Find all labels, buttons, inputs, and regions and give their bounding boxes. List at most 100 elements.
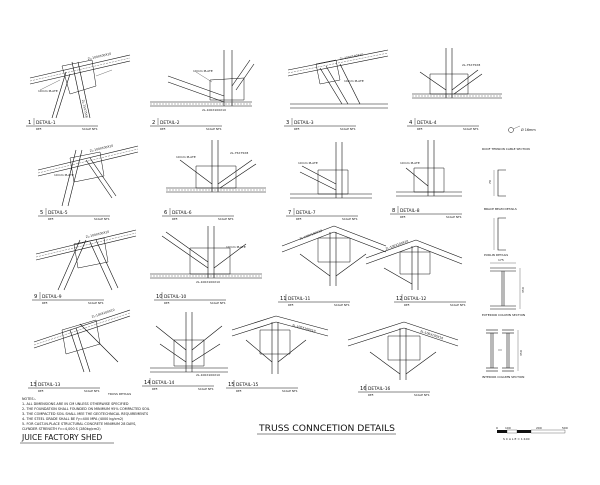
purlin-section-drawing — [493, 217, 506, 251]
detail-15-label: DETAIL-15 — [236, 382, 259, 388]
detail-14-number: 14 — [144, 380, 151, 386]
detail-6-scale: SCALE NTS — [218, 217, 234, 221]
d5-plate-label: 10mm PLATE — [54, 173, 74, 177]
detail-1-drawing — [29, 54, 131, 119]
detail-7-drawing — [290, 142, 372, 199]
d14-member-label: 2L-100X100X10 — [196, 373, 220, 377]
notes-heading: NOTES:- — [22, 397, 37, 401]
d1-member-label: 2L-100X100X10 — [87, 52, 111, 61]
detail-13-number: 13 — [30, 382, 37, 388]
detail-14-scale: SCALE NTS — [198, 387, 214, 391]
scale-tick-200: 200 — [536, 426, 542, 430]
detail-1-scale: SCALE NTS — [82, 127, 98, 131]
d15-member-label: 2L-100X100X10 — [292, 323, 316, 333]
detail-7-scale: SCALE NTS — [342, 217, 358, 221]
note-4: 4- THE STEEL GRADE SHALL BE Fy=400 MPA (… — [22, 417, 124, 421]
detail-3-ref: REF. — [294, 127, 300, 131]
detail-5-label: DETAIL-5 — [48, 210, 68, 216]
detail-11-drawing — [281, 225, 387, 286]
detail-14-ref: REF. — [152, 387, 158, 391]
detail-7-ref: REF. — [296, 217, 302, 221]
note-6: CLYNDER STRENGTH f'c=4,000 S (280kg/cm2) — [22, 427, 101, 431]
brace-section-drawing — [493, 169, 506, 197]
detail-11-scale: SCALE NTS — [334, 303, 350, 307]
detail-9-scale: SCALE NTS — [88, 301, 104, 305]
detail-15-ref: REF. — [236, 389, 242, 393]
detail-5-scale: SCALE NTS — [94, 217, 110, 221]
cable-section-label: ROOF TENSION CABLE SECTION — [482, 147, 530, 151]
detail-9-label: DETAIL-9 — [42, 294, 62, 300]
detail-6-label: DETAIL-6 — [172, 210, 192, 216]
bolt-dimension: Ø 16mm — [521, 127, 536, 132]
detail-4-ref: REF. — [417, 127, 423, 131]
d2-plate-label: 10mm PLATE — [193, 69, 213, 73]
detail-16-label: DETAIL-16 — [368, 386, 391, 392]
detail-2-scale: SCALE NTS — [206, 127, 222, 131]
detail-1-label: DETAIL-1 — [36, 120, 56, 126]
detail-7-label: DETAIL-7 — [296, 210, 316, 216]
d2-member-label: 2L-100X100X10 — [202, 108, 226, 112]
detail-3-label: DETAIL-3 — [294, 120, 314, 126]
detail-5-drawing — [37, 145, 139, 207]
detail-6-drawing — [166, 140, 266, 193]
detail-10-scale: SCALE NTS — [210, 301, 226, 305]
d12-member-label: 2L-100X100X10 — [385, 239, 409, 251]
d5-member-label: 2L-100X100X10 — [89, 144, 113, 153]
detail-9-drawing — [35, 229, 137, 291]
detail-16-drawing — [347, 321, 459, 380]
detail-8-scale: SCALE NTS — [446, 215, 462, 219]
d13-member-label: 2L-100X100X10 — [91, 308, 115, 319]
d11-member-label: 2L-100X100X10 — [299, 229, 323, 241]
dim-175: 175 — [498, 258, 504, 262]
scale-bar-seg-2 — [506, 429, 518, 434]
detail-9-ref: REF. — [42, 301, 48, 305]
detail-8-ref: REF. — [400, 215, 406, 219]
bolt-symbol — [508, 125, 521, 133]
sheet-subtitle: TRUSS DETAILS — [107, 392, 131, 396]
d3-member-label: 2L-100X100X10 — [339, 52, 363, 61]
detail-8-number: 8 — [392, 208, 395, 214]
d8-plate-label: 10mm PLATE — [400, 161, 420, 165]
note-2: 2- THE FOUNDATION SHALL FOUNDED ON MINIM… — [22, 407, 150, 411]
detail-4-drawing — [412, 48, 502, 99]
detail-15-number: 15 — [228, 382, 235, 388]
d6-plate-label: 10mm PLATE — [176, 155, 196, 159]
project-name: JUICE FACTORY SHED — [21, 433, 102, 442]
detail-12-drawing — [365, 239, 463, 290]
scale-bar-seg-1 — [497, 430, 507, 433]
detail-6-number: 6 — [164, 210, 167, 216]
interior-column-label: INTERIOR COLUMN SECTION — [482, 375, 524, 379]
detail-10-drawing — [150, 226, 262, 279]
detail-4-number: 4 — [409, 120, 413, 126]
sheet-title: TRUSS CONNCETION DETAILS — [258, 423, 395, 434]
scale-tick-100: 100 — [505, 426, 511, 430]
detail-3-scale: SCALE NTS — [340, 127, 356, 131]
detail-1-number: 1 — [28, 120, 31, 126]
detail-7-number: 7 — [288, 210, 291, 216]
detail-5-number: 5 — [40, 210, 43, 216]
scale-bar-seg-4 — [530, 429, 566, 434]
detail-6-ref: REF. — [172, 217, 178, 221]
detail-12-scale: SCALE NTS — [450, 303, 466, 307]
detail-4-label: DETAIL-4 — [417, 120, 437, 126]
scale-label: S C A L E = 1:100 — [503, 437, 530, 441]
detail-13-drawing — [33, 309, 131, 373]
detail-13-scale: SCALE NTS — [84, 389, 100, 393]
brace-dim-70: 70 — [488, 180, 492, 184]
detail-16-ref: REF. — [368, 393, 374, 397]
detail-3-number: 3 — [286, 120, 289, 126]
detail-13-ref: REF. — [38, 389, 44, 393]
detail-14-label: DETAIL-14 — [152, 380, 175, 386]
detail-10-ref: REF. — [164, 301, 170, 305]
detail-16-scale: SCALE NTS — [414, 393, 430, 397]
d3-plate-label: 10mm PLATE — [344, 79, 364, 83]
note-5: 5- FOR CAST-IN-PLACE STRUCTURAL CONCRETE… — [22, 422, 136, 426]
detail-2-ref: REF. — [160, 127, 166, 131]
note-1: 1- ALL DIMENSIONS ARE IN CM UNLESS OTHER… — [22, 402, 129, 406]
d10-plate-label: 10mm PLATE — [226, 245, 246, 249]
purlin-label: PURLIN DETAILS — [484, 253, 508, 257]
brace-beam-label: BRACE BEAM DETAILS — [484, 207, 517, 211]
detail-15-scale: SCALE NTS — [282, 389, 298, 393]
d1-side-label: 2L-75X75X8 — [81, 99, 89, 118]
detail-10-label: DETAIL-10 — [164, 294, 187, 300]
